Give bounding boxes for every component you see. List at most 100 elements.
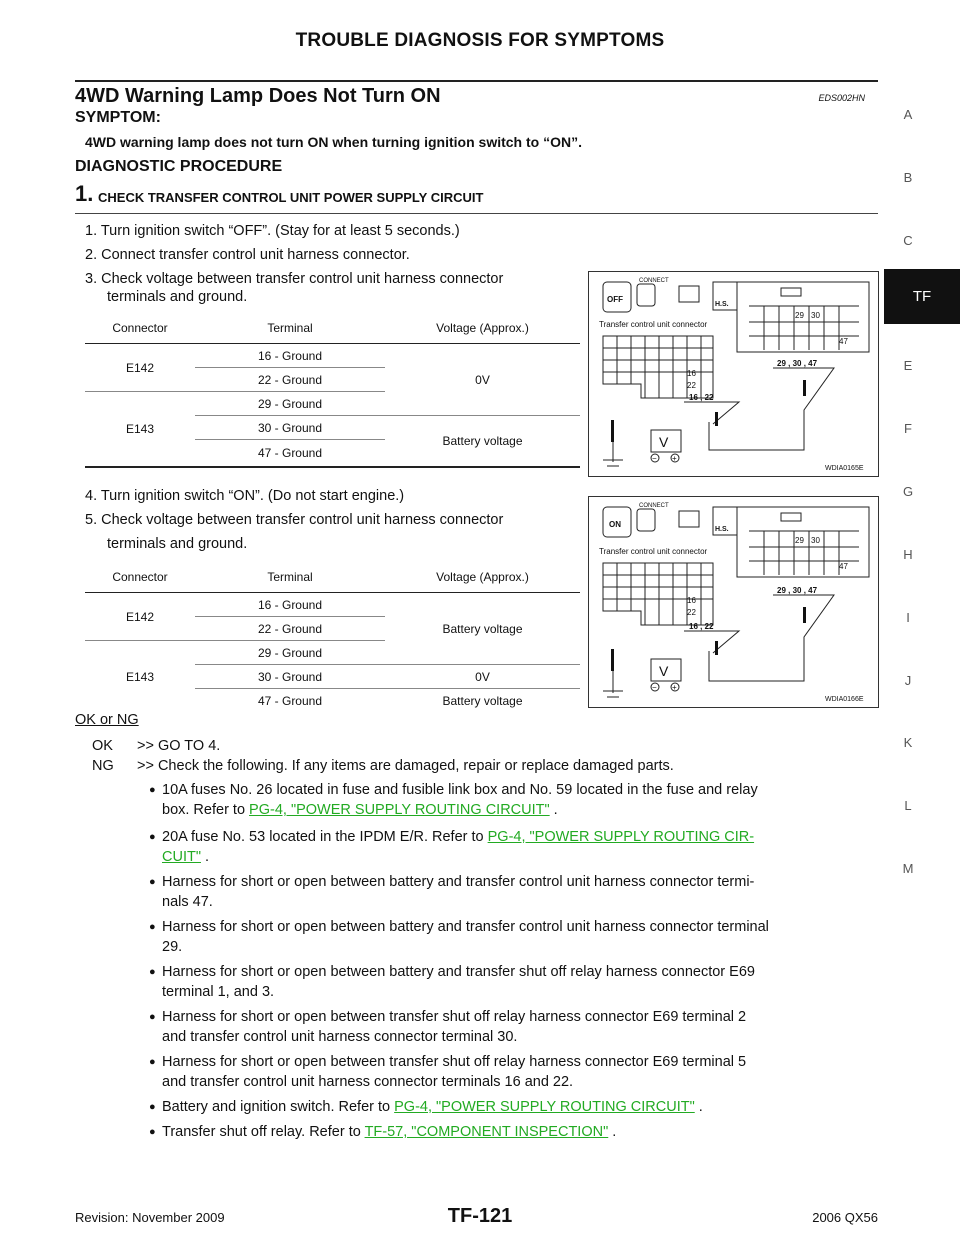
step-number: 1. [75,181,94,206]
check-item: ● Harness for short or open between batt… [149,964,755,1000]
col-voltage: Voltage (Approx.) [436,570,529,584]
col-connector: Connector [112,570,168,584]
key-switch-icon [602,281,632,313]
link-pg4-routing[interactable]: PG-4, "POWER SUPPLY ROUTING CIR- [487,829,755,845]
pin-30: 30 [811,311,820,320]
bullet-icon: ● [149,1101,156,1113]
side-index-tf[interactable]: TF [884,269,960,324]
ok-ng-heading: OK or NG [75,712,139,728]
key-switch-icon [602,506,632,538]
pin-16: 16 [687,369,696,378]
bullet-icon: ● [149,1126,156,1138]
connector-e142 [602,562,714,626]
side-index-l[interactable]: L [904,798,912,813]
side-index-h[interactable]: H [903,547,913,562]
pin-29: 29 [795,311,804,320]
footer-revision: Revision: November 2009 [75,1210,225,1225]
cell-connector: E142 [85,343,195,392]
bullet-icon: ● [149,1056,156,1068]
voltmeter-icon [650,658,682,682]
ng-label: NG [92,758,114,774]
col-connector: Connector [112,321,168,335]
col-terminal: Terminal [267,321,313,335]
footer-page-number: TF-121 [447,1205,513,1227]
diagram-id: WDIA0166E [825,696,864,703]
step-title: CHECK TRANSFER CONTROL UNIT POWER SUPPLY… [98,190,484,205]
check-item: ● 20A fuse No. 53 located in the IPDM E/… [149,829,755,865]
page-title: TROUBLE DIAGNOSIS FOR SYMPTOMS [295,30,665,51]
meter-label: V [659,434,669,450]
voltmeter-icon [650,429,682,453]
cell-connector: E142 [85,592,195,641]
pin-22: 22 [687,381,696,390]
section-code: EDS002HN [818,93,865,103]
cell-terminal: 29 - Ground [195,640,385,665]
cell-voltage: 0V [385,343,580,416]
connector-icon [678,285,700,303]
switch-label: ON [609,520,621,529]
side-index-k[interactable]: K [903,735,913,750]
instruction-5-cont: terminals and ground. [107,536,248,552]
instruction-5: 5. Check voltage between transfer contro… [85,512,504,528]
pin-47: 47 [839,337,848,346]
col-terminal: Terminal [267,570,313,584]
connect-label: CONNECT [639,278,669,284]
cell-terminal: 30 - Ground [195,664,385,689]
check-item: ● Harness for short or open between tran… [149,1009,747,1045]
procedure-heading: DIAGNOSTIC PROCEDURE [75,158,283,175]
bullet-icon: ● [149,921,156,933]
side-index-a[interactable]: A [903,107,913,122]
cell-connector: E143 [85,391,195,467]
side-index-j[interactable]: J [904,673,912,688]
pin-29: 29 [795,536,804,545]
cell-terminal: 30 - Ground [195,415,385,440]
diagram-svg: OFF CONNECT H.S. Transfer control unit c… [599,278,870,472]
pin-16: 16 [687,596,696,605]
bullet-icon: ● [149,784,156,796]
ok-text: >> GO TO 4. [137,738,221,754]
side-index-c[interactable]: C [903,233,913,248]
header-rule [75,80,878,82]
side-index-g[interactable]: G [902,484,914,499]
instruction-3-cont: terminals and ground. [107,289,248,305]
footer-model: 2006 QX56 [812,1210,878,1225]
hs-label: H.S. [715,301,729,308]
connect-icon [636,508,656,532]
pin-47: 47 [839,562,848,571]
wiring-diagram-off: OFF CONNECT H.S. Transfer control unit c… [588,271,879,477]
diagram-svg: ON CONNECT H.S. Transfer control unit co… [599,503,870,703]
cell-voltage: Battery voltage [385,688,580,712]
step-rule [75,213,878,214]
instruction-3: 3. Check voltage between transfer contro… [85,271,504,287]
connect-label: CONNECT [639,503,669,509]
meter-plus: + [672,683,677,692]
probe-label-b: 16 , 22 [689,393,714,402]
bullet-icon: ● [149,966,156,978]
link-pg4-routing[interactable]: PG-4, "POWER SUPPLY ROUTING CIRCUIT" [394,1099,695,1115]
hs-label: H.S. [715,526,729,533]
instruction-1: 1. Turn ignition switch “OFF”. (Stay for… [85,223,460,239]
side-index-b[interactable]: B [903,170,913,185]
wiring-diagram-on: ON CONNECT H.S. Transfer control unit co… [588,496,879,708]
probe-label-a: 29 , 30 , 47 [777,586,818,595]
section-title: 4WD Warning Lamp Does Not Turn ON [75,85,441,107]
ng-text: >> Check the following. If any items are… [137,758,674,774]
check-item: ● Harness for short or open between tran… [149,1054,747,1090]
voltage-table-off: Connector Terminal Voltage (Approx.) E14… [85,313,580,468]
bullet-icon: ● [149,1011,156,1023]
cell-voltage: 0V [385,664,580,689]
diagram-id: WDIA0165E [825,465,864,472]
side-index-e[interactable]: E [903,358,913,373]
connector-e142 [602,335,714,399]
connector-label: Transfer control unit connector [599,320,708,329]
check-item: ● Harness for short or open between batt… [149,874,755,910]
side-index-i[interactable]: I [906,610,910,625]
meter-label: V [659,663,669,679]
link-pg4-routing-cont[interactable]: CUIT" [162,849,201,865]
pin-22: 22 [687,608,696,617]
link-pg4-routing[interactable]: PG-4, "POWER SUPPLY ROUTING CIRCUIT" [249,802,550,818]
side-index-f[interactable]: F [904,421,912,436]
connector-icon [678,510,700,528]
link-tf57-inspection[interactable]: TF-57, "COMPONENT INSPECTION" [364,1124,609,1140]
side-index-m[interactable]: M [902,861,914,876]
